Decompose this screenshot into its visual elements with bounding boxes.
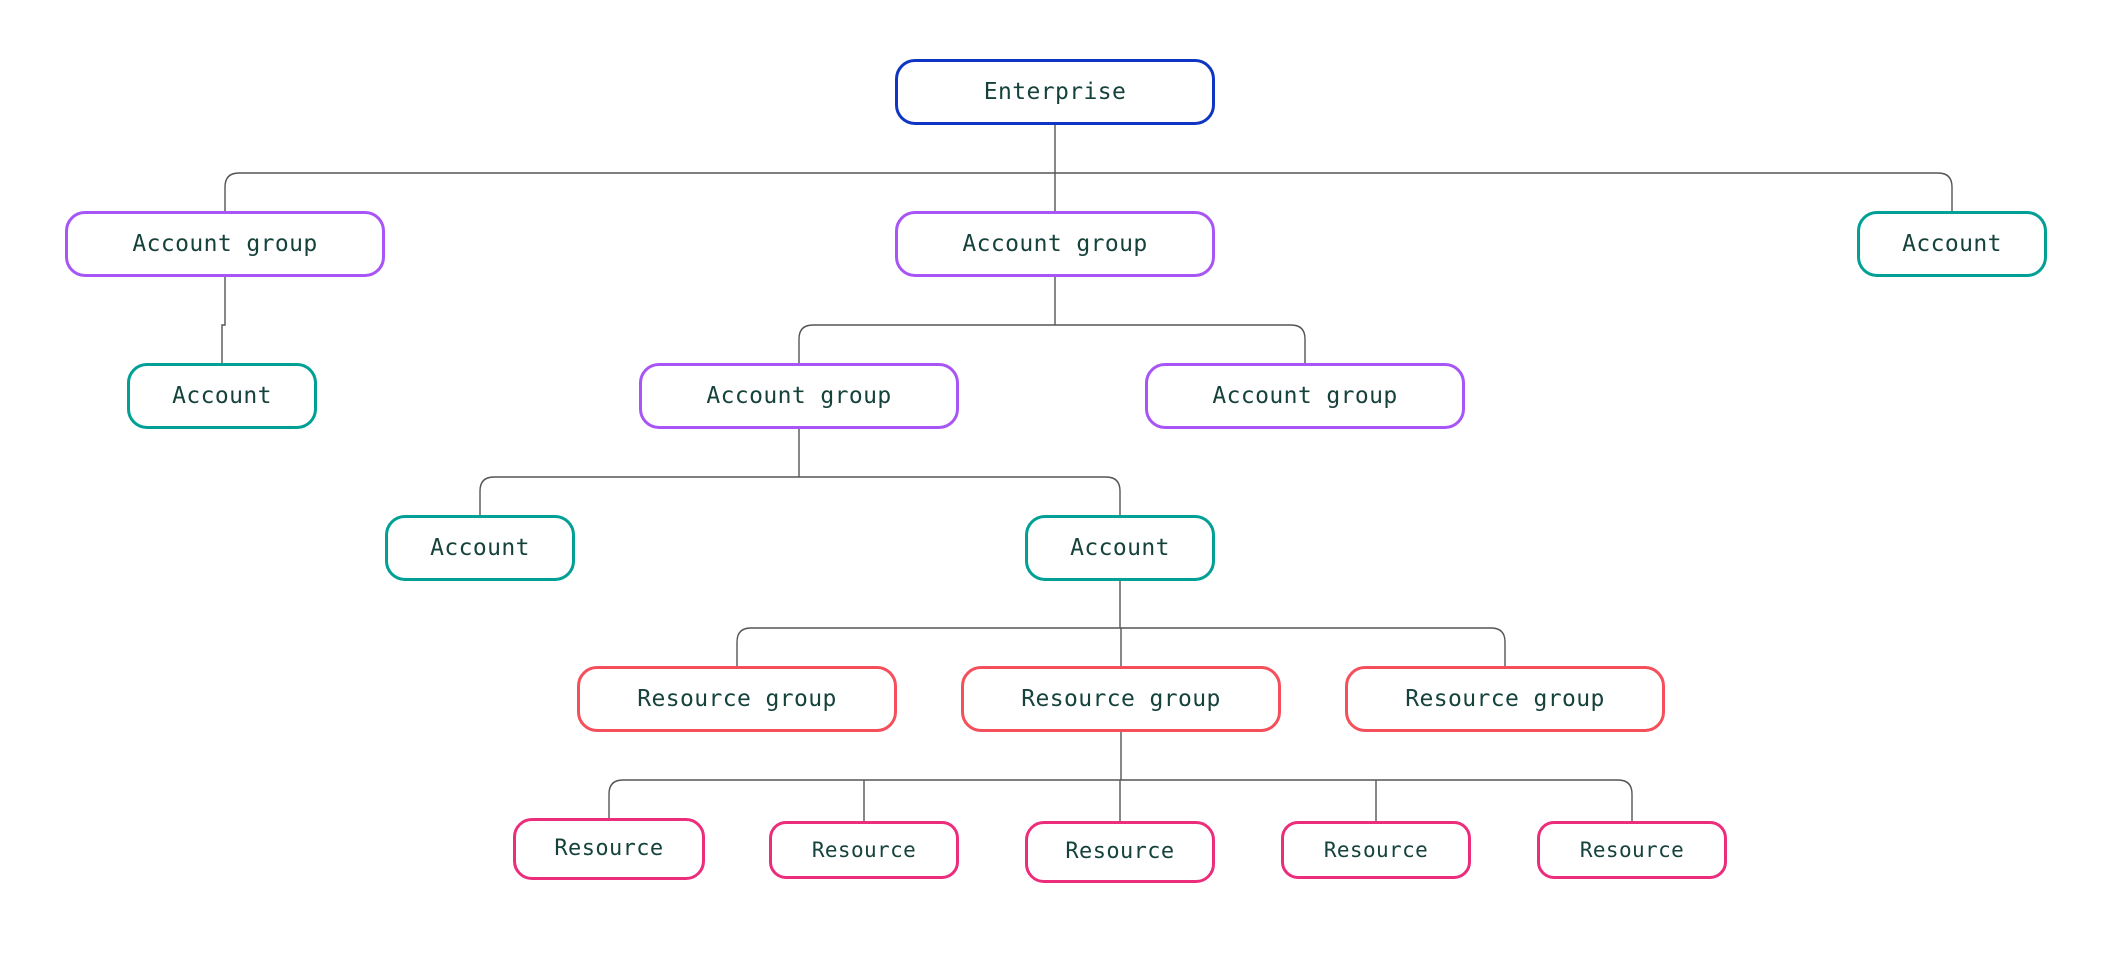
node-label: Account [172,382,272,409]
node-acct-right[interactable]: Account [1857,211,2047,277]
connector [608,779,1633,795]
node-label: Resource [811,837,917,862]
node-label: Account group [1212,382,1398,409]
connector [224,172,1953,188]
node-label: Resource group [1021,685,1221,712]
node-label: Enterprise [983,78,1127,105]
node-ag-mid-l[interactable]: Account group [639,363,959,429]
connector [479,476,1121,492]
node-label: Account [1070,534,1170,561]
connector [221,277,226,363]
node-res-3[interactable]: Resource [1025,821,1215,883]
node-label: Resource group [1405,685,1605,712]
node-label: Resource [1579,837,1685,862]
node-label: Resource [554,836,664,861]
node-label: Account group [132,230,318,257]
node-res-4[interactable]: Resource [1281,821,1471,879]
node-label: Resource [1065,839,1175,864]
node-rg-1[interactable]: Resource group [577,666,897,732]
node-rg-2[interactable]: Resource group [961,666,1281,732]
node-res-5[interactable]: Resource [1537,821,1727,879]
node-ag-mid[interactable]: Account group [895,211,1215,277]
node-rg-3[interactable]: Resource group [1345,666,1665,732]
connector [798,324,1306,340]
node-acct-l2[interactable]: Account [385,515,575,581]
node-label: Account group [706,382,892,409]
node-label: Resource [1323,837,1429,862]
node-ag-mid-r[interactable]: Account group [1145,363,1465,429]
node-res-1[interactable]: Resource [513,818,705,880]
node-ag-left[interactable]: Account group [65,211,385,277]
node-label: Account [1902,230,2002,257]
connector [736,627,1506,643]
node-res-2[interactable]: Resource [769,821,959,879]
node-acct-left-child[interactable]: Account [127,363,317,429]
node-enterprise[interactable]: Enterprise [895,59,1215,125]
node-label: Resource group [637,685,837,712]
node-acct-r2[interactable]: Account [1025,515,1215,581]
node-label: Account group [962,230,1148,257]
node-label: Account [430,534,530,561]
